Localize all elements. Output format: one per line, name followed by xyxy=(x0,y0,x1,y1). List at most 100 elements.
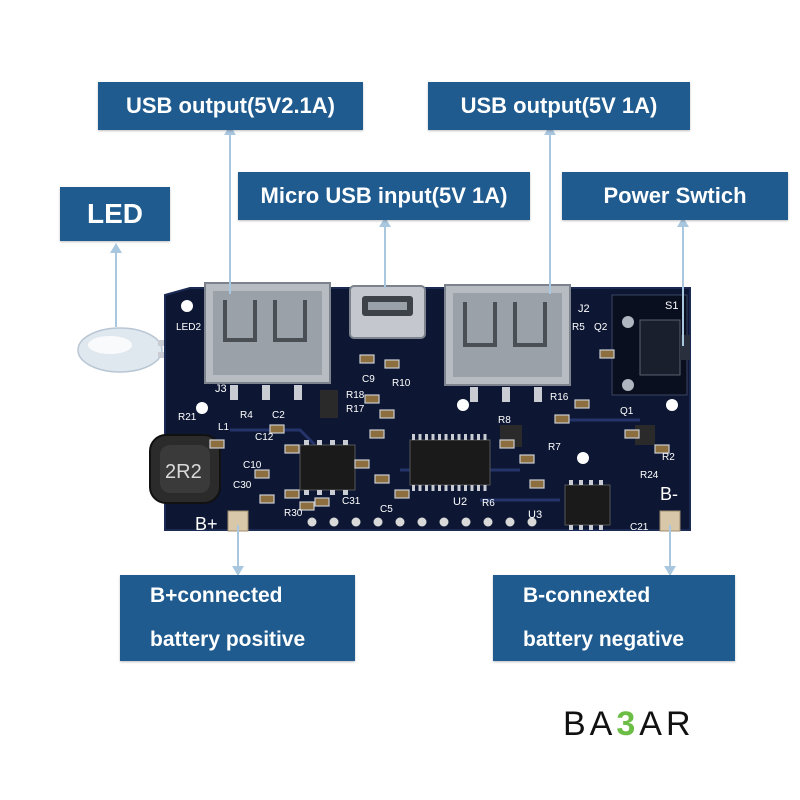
ic-pin xyxy=(418,485,422,491)
silk-r4: R4 xyxy=(240,410,253,421)
silk-l1: L1 xyxy=(218,422,230,433)
smd-part xyxy=(284,489,300,499)
ic-pin xyxy=(418,434,422,440)
ic-pin xyxy=(599,480,603,485)
silk-c5: C5 xyxy=(380,504,393,515)
ic-pin xyxy=(457,485,461,491)
ic-pin xyxy=(431,434,435,440)
ic-pin xyxy=(317,440,322,445)
smd-part xyxy=(624,429,640,439)
mounting-hole xyxy=(577,452,589,464)
silkscreen: 2R2 B+ B- J2 J3 S1 LED2 U2 U3 C9 R10 R8 … xyxy=(165,300,678,534)
inductor-marking: 2R2 xyxy=(165,461,202,483)
silk-r10: R10 xyxy=(392,378,411,389)
power-switch-arrow xyxy=(677,217,689,346)
silk-s1: S1 xyxy=(665,300,678,312)
edge-pad xyxy=(439,517,449,527)
smd-part xyxy=(499,439,515,449)
silk-r17: R17 xyxy=(346,404,365,415)
silk-c30: C30 xyxy=(233,480,252,491)
b-minus-line-1: B-connexted xyxy=(523,584,651,607)
silk-r2: R2 xyxy=(662,452,675,463)
ic-pins xyxy=(304,434,603,530)
ic-pin xyxy=(569,480,573,485)
silk-r21: R21 xyxy=(178,412,197,423)
silk-c9: C9 xyxy=(362,374,375,385)
ic-pin xyxy=(470,485,474,491)
smd-part xyxy=(269,424,285,434)
ic-pin xyxy=(330,490,335,495)
ic-pin xyxy=(464,434,467,440)
edge-pad xyxy=(395,517,405,527)
usb-port-1a xyxy=(444,284,571,402)
usb-output-1a-text: USB output(5V 1A) xyxy=(460,93,658,118)
smd-part xyxy=(519,454,535,464)
ic-pin xyxy=(464,485,467,491)
ic-pin xyxy=(304,440,309,445)
led-text: LED xyxy=(87,198,143,229)
ic-pin xyxy=(569,525,573,530)
edge-pad xyxy=(417,517,427,527)
silk-u3: U3 xyxy=(528,509,542,521)
ic-pin xyxy=(317,490,322,495)
smd-part xyxy=(529,479,545,489)
edge-pad xyxy=(329,517,339,527)
edge-pad xyxy=(307,517,317,527)
smd-part xyxy=(254,469,270,479)
b-plus-arrow xyxy=(232,525,244,576)
b-minus-label: B-connexted battery negative xyxy=(493,575,735,661)
silk-r16: R16 xyxy=(550,392,569,403)
silk-c10: C10 xyxy=(243,460,262,471)
logo-left: BA xyxy=(563,705,617,743)
ic-pin xyxy=(304,490,309,495)
silk-c2: C2 xyxy=(272,410,285,421)
ic-pin xyxy=(579,525,583,530)
silk-led2: LED2 xyxy=(176,322,201,333)
power-switch-text: Power Swtich xyxy=(603,183,747,208)
edge-pad xyxy=(527,517,537,527)
mounting-hole xyxy=(457,399,469,411)
smd-part xyxy=(599,349,615,359)
smd-part xyxy=(394,489,410,499)
smd-part xyxy=(314,497,330,507)
logo-right: AR xyxy=(639,705,695,743)
mounting-hole xyxy=(181,300,193,312)
smd-part xyxy=(374,474,390,484)
usb-output-2-arrow xyxy=(544,125,556,294)
smd-part xyxy=(574,399,590,409)
usb-output-2-1a-label: USB output(5V2.1A) xyxy=(98,82,363,130)
edge-pad xyxy=(505,517,515,527)
edge-pad xyxy=(351,517,361,527)
ic-pin xyxy=(412,485,415,491)
ic-pin xyxy=(444,434,448,440)
usb-output-2-1a-text: USB output(5V2.1A) xyxy=(126,93,335,118)
silk-r24: R24 xyxy=(640,470,659,481)
edge-pad xyxy=(373,517,383,527)
ic-pin xyxy=(444,485,448,491)
b-plus-label: B+connected battery positive xyxy=(120,575,355,661)
usb-output-1a-label: USB output(5V 1A) xyxy=(428,82,690,130)
smd-part xyxy=(284,444,300,454)
silk-r6: R6 xyxy=(482,498,495,509)
ic-chips xyxy=(299,390,655,526)
b-minus-marking: B- xyxy=(660,484,678,504)
smd-part xyxy=(354,459,370,469)
silk-r5: R5 xyxy=(572,322,585,333)
ic-pin xyxy=(412,434,415,440)
smd-part xyxy=(299,501,315,511)
b-plus-line-2: battery positive xyxy=(150,628,306,651)
ic-pin xyxy=(438,485,441,491)
ic-pin xyxy=(483,434,487,440)
silk-c31: C31 xyxy=(342,496,361,507)
silk-q1: Q1 xyxy=(620,406,634,417)
micro-usb-input-text: Micro USB input(5V 1A) xyxy=(260,183,508,208)
silk-r7: R7 xyxy=(548,442,561,453)
smd-part xyxy=(384,359,400,369)
ic-pin xyxy=(431,485,435,491)
inductor xyxy=(149,434,221,504)
edge-pad xyxy=(461,517,471,527)
ic-pin xyxy=(425,485,428,491)
smd-part xyxy=(364,394,380,404)
ic-pin xyxy=(589,480,593,485)
